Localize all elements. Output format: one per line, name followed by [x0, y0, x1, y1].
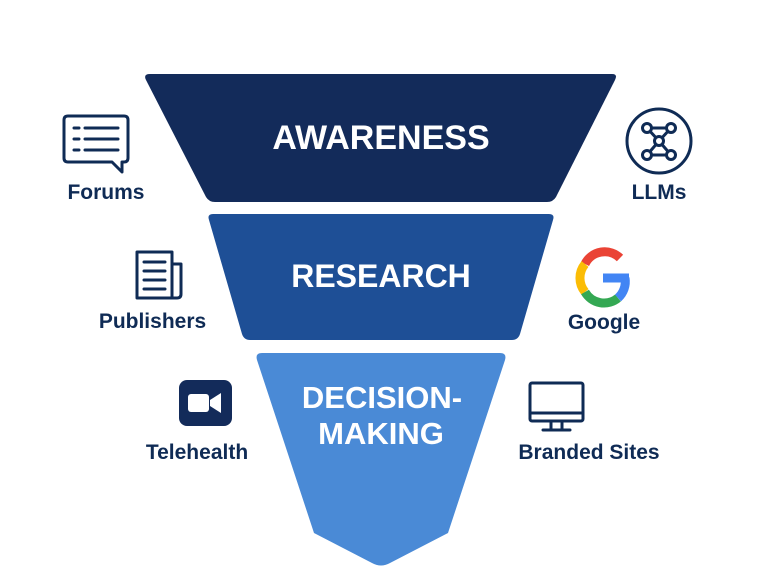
google-logo-icon: [575, 247, 630, 308]
channel-label-telehealth: Telehealth: [145, 441, 249, 464]
stage-label-decision-line1: DECISION-: [302, 380, 462, 415]
funnel-stage-research: [208, 214, 554, 340]
channel-label-branded-sites: Branded Sites: [518, 441, 660, 464]
stage-label-research: RESEARCH: [291, 258, 471, 294]
stage-label-decision-line2: MAKING: [318, 416, 444, 451]
chat-bubble-icon: [62, 114, 130, 174]
channel-label-publishers: Publishers: [98, 310, 207, 333]
funnel-stage-awareness: [145, 74, 616, 202]
network-nodes-icon: [625, 107, 693, 175]
channel-label-llms: LLMs: [631, 181, 687, 204]
stage-label-awareness: AWARENESS: [272, 119, 489, 157]
newspaper-icon: [135, 250, 183, 300]
funnel-stage-decision: [256, 353, 506, 566]
video-camera-icon: [179, 380, 232, 426]
channel-label-forums: Forums: [67, 181, 145, 204]
channel-label-google: Google: [567, 311, 641, 334]
monitor-icon: [528, 381, 585, 432]
